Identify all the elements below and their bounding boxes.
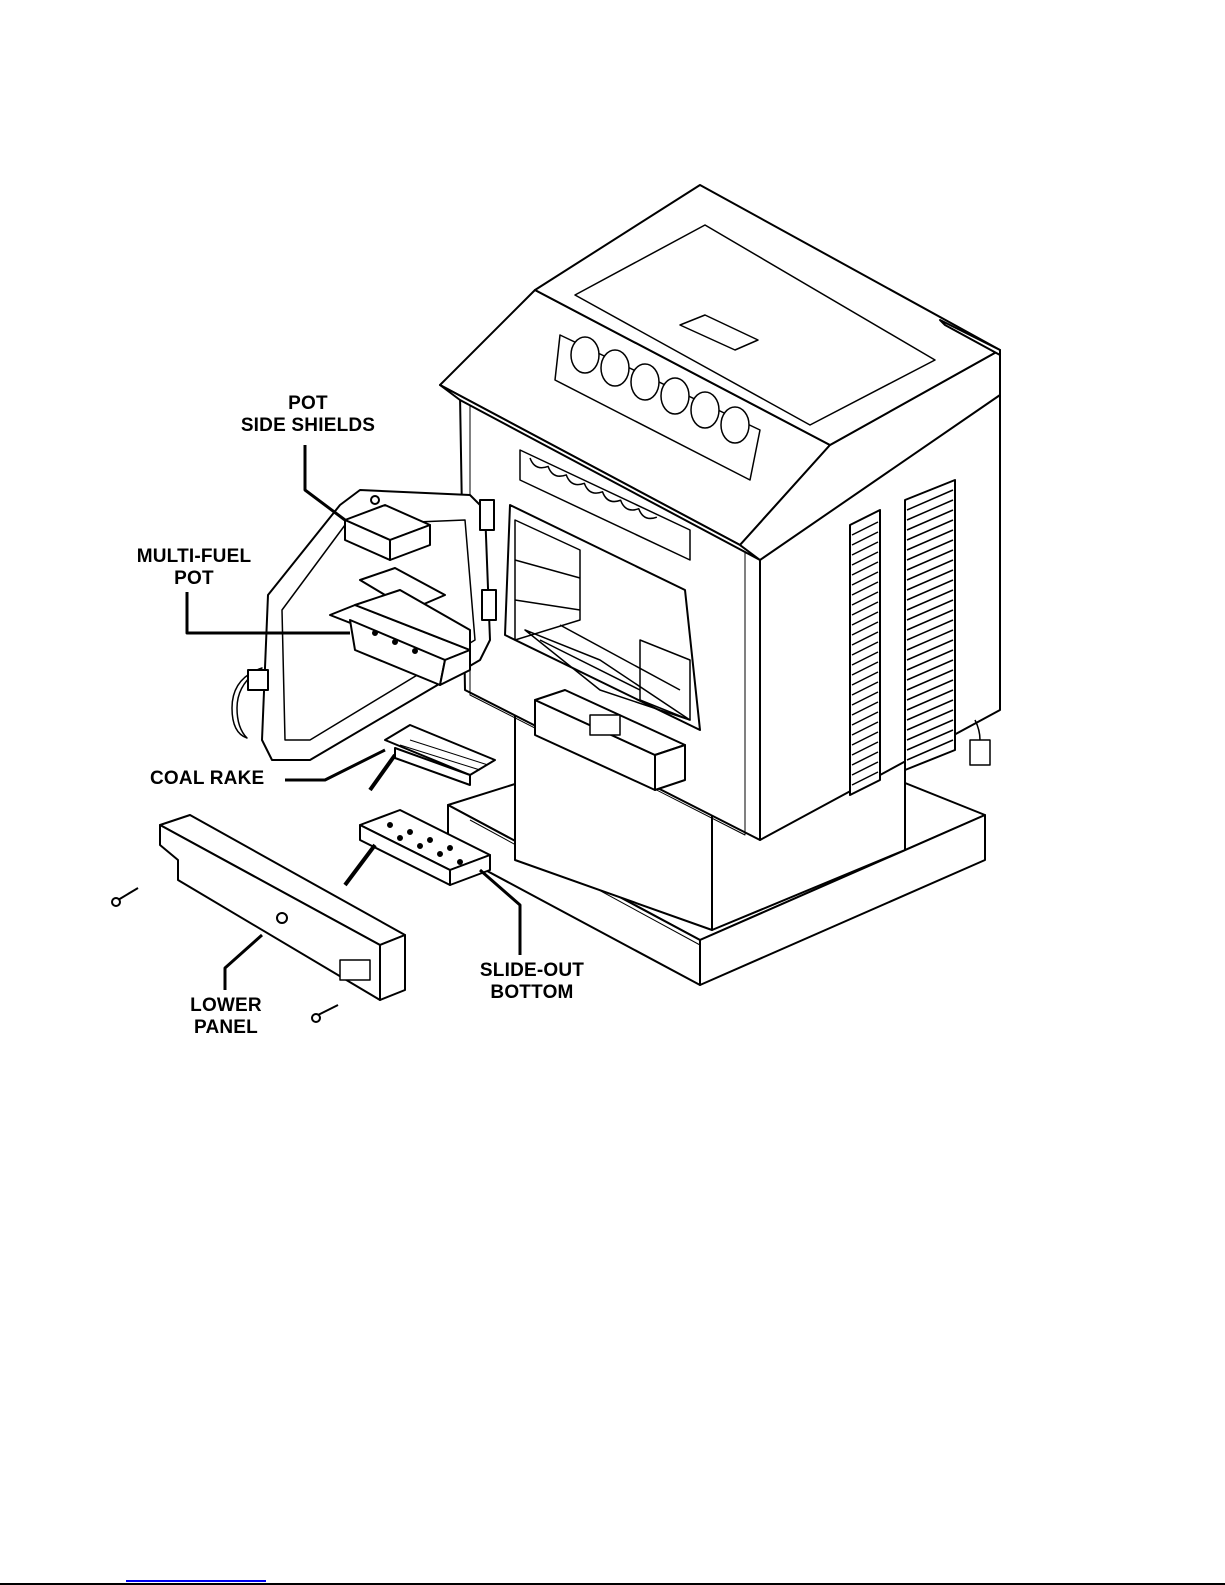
coal-rake — [370, 725, 495, 790]
label-lower-panel-line2: PANEL — [166, 1017, 286, 1039]
label-pot-side-shields-line2: SIDE SHIELDS — [238, 415, 378, 437]
label-pot-side-shields: POT SIDE SHIELDS — [238, 393, 378, 437]
label-coal-rake: COAL RAKE — [150, 768, 280, 790]
label-slide-out-bottom-line1: SLIDE-OUT — [462, 960, 602, 982]
label-multi-fuel-pot-line2: POT — [126, 568, 262, 590]
power-cord — [970, 720, 990, 765]
label-slide-out-bottom-line2: BOTTOM — [462, 982, 602, 1004]
label-slide-out-bottom: SLIDE-OUT BOTTOM — [462, 960, 602, 1004]
label-multi-fuel-pot: MULTI-FUEL POT — [126, 546, 262, 590]
leader-lower-panel — [225, 935, 262, 990]
label-multi-fuel-pot-line1: MULTI-FUEL — [126, 546, 262, 568]
label-lower-panel: LOWER PANEL — [166, 995, 286, 1039]
label-pot-side-shields-line1: POT — [238, 393, 378, 415]
footer-link-underline — [126, 1580, 266, 1582]
label-coal-rake-line1: COAL RAKE — [150, 768, 280, 790]
label-lower-panel-line1: LOWER — [166, 995, 286, 1017]
